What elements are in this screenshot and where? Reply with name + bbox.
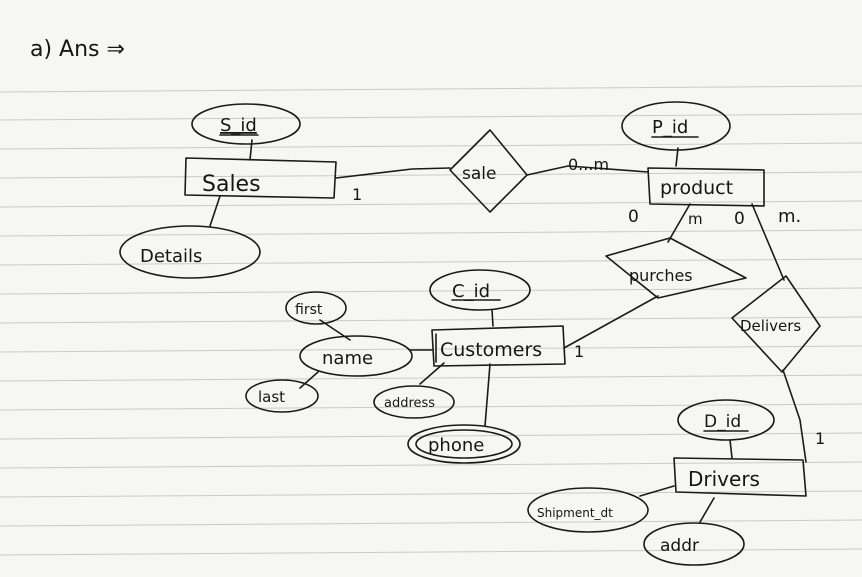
cardinality-sale-product: 0...m	[568, 155, 609, 174]
attribute-shipment-dt-label: Shipment_dt	[537, 506, 613, 520]
purchases-to-customers-line	[563, 295, 659, 349]
answer-heading: a) Ans ⇒	[30, 37, 125, 62]
sale-to-product-line	[526, 165, 649, 176]
shipment-to-drivers-line	[639, 485, 675, 497]
attribute-s-id-label: S_id	[220, 115, 257, 136]
attribute-address-label: address	[384, 396, 435, 411]
attribute-phone-label: phone	[428, 435, 484, 456]
entity-sales-label: Sales	[202, 172, 261, 197]
sales-to-sale-line	[335, 167, 451, 179]
relationship-delivers-label: Delivers	[740, 317, 801, 335]
attribute-p-id-label: P_id	[652, 117, 688, 138]
entity-product: product	[647, 167, 765, 207]
details-to-sales-line	[209, 195, 221, 227]
entity-product-label: product	[660, 177, 733, 199]
relationship-purchases: purches	[605, 237, 747, 299]
product-to-purchases-line	[667, 203, 691, 243]
relationship-sale: sale	[449, 129, 528, 213]
attribute-first: first	[285, 291, 347, 325]
attribute-s-id: S_id	[191, 103, 301, 145]
attribute-name-label: name	[322, 348, 373, 369]
attribute-last-label: last	[258, 388, 285, 406]
attribute-details: Details	[119, 225, 261, 279]
cardinality-sales-sale: 1	[352, 185, 362, 204]
attribute-d-id: D_id	[677, 399, 775, 441]
attribute-addr: addr	[643, 522, 745, 566]
cardinality-drivers-delivers: 1	[815, 429, 825, 448]
attribute-shipment-dt: Shipment_dt	[527, 487, 649, 533]
relationship-delivers: Delivers	[731, 275, 821, 373]
entity-sales: Sales	[184, 157, 337, 199]
entity-drivers: Drivers	[673, 457, 807, 497]
sid-to-sales-line	[249, 139, 253, 161]
attribute-c-id: C_id	[429, 269, 531, 311]
attribute-c-id-label: C_id	[452, 281, 490, 302]
cardinality-purchases-mid: m	[688, 210, 703, 228]
cid-to-customers-line	[491, 309, 494, 327]
attribute-d-id-label: D_id	[704, 412, 741, 432]
cardinality-product-delivers-m: m.	[778, 206, 801, 227]
cardinality-product-delivers-0: 0	[734, 209, 745, 229]
attribute-address: address	[373, 385, 455, 419]
entity-customers: Customers	[431, 325, 566, 367]
delivers-to-drivers-line	[782, 369, 807, 463]
product-to-delivers-line	[751, 203, 785, 281]
ruled-lines	[0, 85, 862, 556]
entity-drivers-label: Drivers	[688, 467, 760, 491]
attribute-last: last	[245, 379, 319, 413]
attribute-details-label: Details	[140, 246, 202, 267]
pid-to-product-line	[675, 147, 679, 167]
did-to-drivers-line	[729, 439, 733, 459]
attribute-addr-label: addr	[660, 536, 699, 556]
cardinality-product-purchases: 0	[628, 207, 639, 227]
relationship-purchases-label: purches	[629, 266, 693, 285]
attribute-first-label: first	[295, 302, 323, 318]
attribute-name: name	[299, 335, 413, 377]
cardinality-customers-purchases: 1	[574, 342, 584, 361]
attribute-phone: phone	[407, 424, 521, 464]
entity-customers-label: Customers	[440, 339, 542, 361]
phone-to-customers-line	[484, 363, 491, 427]
attribute-p-id: P_id	[621, 101, 731, 151]
last-to-name-line	[299, 371, 319, 389]
addr-to-drivers-line	[699, 497, 715, 523]
relationship-sale-label: sale	[462, 164, 496, 184]
